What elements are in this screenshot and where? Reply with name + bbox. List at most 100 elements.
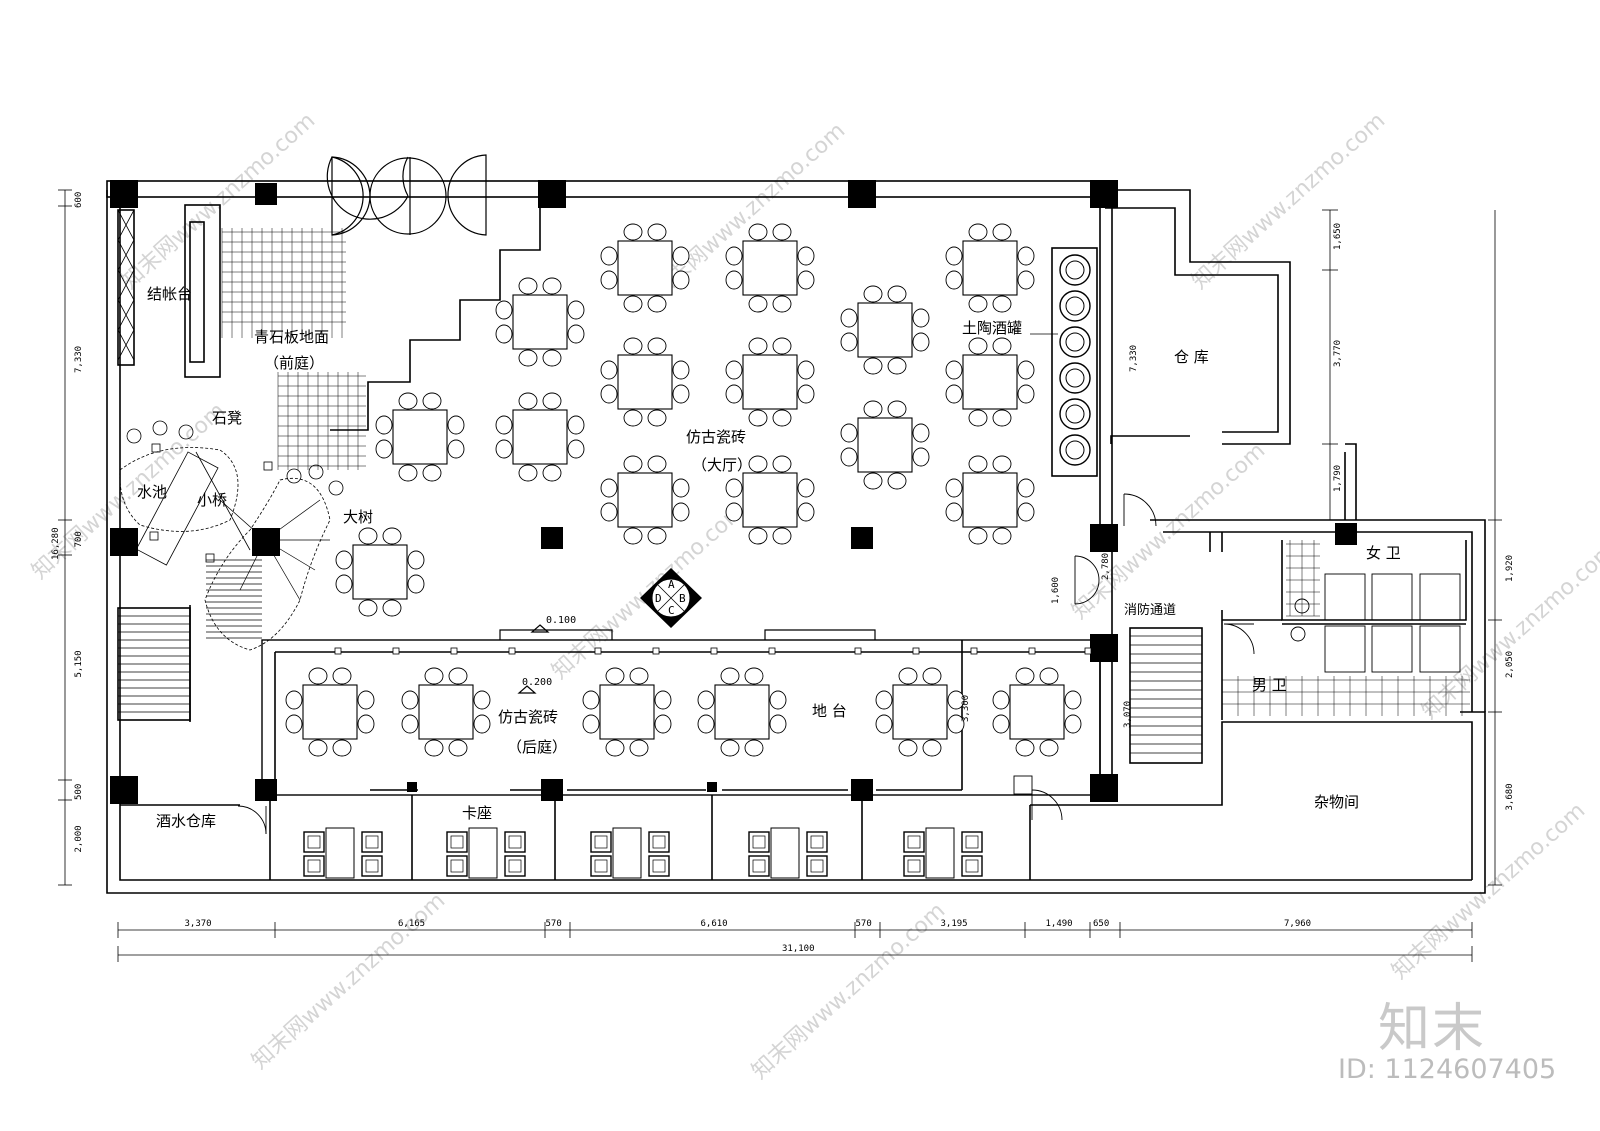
dining-tables bbox=[285, 223, 1082, 757]
dining-table bbox=[285, 667, 375, 757]
column bbox=[1335, 523, 1357, 545]
dimension-inner: 1,600 bbox=[1051, 577, 1061, 604]
column bbox=[851, 527, 873, 549]
pond-label: 水池 bbox=[137, 483, 167, 501]
entrance-doors bbox=[326, 154, 487, 236]
booth bbox=[748, 827, 828, 879]
column bbox=[541, 527, 563, 549]
dining-table bbox=[401, 667, 491, 757]
dimension-right: 2,050 bbox=[1505, 651, 1515, 678]
front-floor-label: 青石板地面 bbox=[254, 328, 329, 346]
platform-label: 地 台 bbox=[812, 702, 847, 720]
sundries-label: 杂物间 bbox=[1314, 793, 1359, 811]
dimension-inner: 7,330 bbox=[1129, 345, 1139, 372]
dining-table bbox=[945, 455, 1035, 545]
column bbox=[1090, 180, 1118, 208]
dimension-bottom: 6,165 bbox=[398, 919, 425, 929]
structural-columns bbox=[110, 180, 1357, 804]
dimension-inner: 3,300 bbox=[961, 695, 971, 722]
dimension-total: 31,100 bbox=[782, 944, 815, 954]
dimension-right: 1,650 bbox=[1333, 223, 1343, 250]
dimension-lines bbox=[58, 189, 1502, 962]
jars-label: 土陶酒罐 bbox=[962, 319, 1022, 337]
stone-stool-label: 石凳 bbox=[212, 409, 242, 427]
wine-jar-icon bbox=[1059, 434, 1091, 466]
compass-icon: A B C D bbox=[640, 568, 702, 628]
dimension-right: 3,680 bbox=[1505, 783, 1515, 810]
booth bbox=[303, 827, 383, 879]
dimension-bottom: 7,960 bbox=[1284, 919, 1311, 929]
dimension-left: 500 bbox=[74, 784, 84, 800]
wine-jar-icon bbox=[1059, 326, 1091, 358]
back-tile-label: 仿古瓷砖 bbox=[498, 708, 558, 726]
dimension-bottom: 3,370 bbox=[185, 919, 212, 929]
dining-table bbox=[840, 400, 930, 490]
elevation-1: 0.100 bbox=[546, 615, 576, 626]
watermark-text: 知末网www.znzmo.com bbox=[117, 108, 320, 294]
stair-treads bbox=[118, 559, 1202, 754]
column bbox=[252, 528, 280, 556]
dining-table bbox=[582, 667, 672, 757]
watermark-text: 知末网www.znzmo.com bbox=[747, 898, 950, 1084]
elevation-2: 0.200 bbox=[522, 677, 552, 688]
dimension-bottom: 6,610 bbox=[701, 919, 728, 929]
dimension-bottom: 570 bbox=[546, 919, 562, 929]
wine-jar-icon bbox=[1059, 398, 1091, 430]
bridge-label: 小桥 bbox=[197, 491, 227, 509]
column bbox=[255, 779, 277, 801]
wine-store-label: 酒水仓库 bbox=[156, 812, 216, 830]
back-court-label: （后庭） bbox=[507, 738, 567, 756]
column bbox=[851, 779, 873, 801]
wine-jar-icon bbox=[1059, 254, 1091, 286]
booth-seats bbox=[303, 827, 983, 879]
compass-b: B bbox=[679, 592, 686, 605]
dining-table bbox=[840, 285, 930, 375]
male-wc-label: 男 卫 bbox=[1252, 676, 1287, 694]
column bbox=[1090, 634, 1118, 662]
column bbox=[1090, 774, 1118, 802]
dimension-left: 600 bbox=[74, 192, 84, 208]
booth bbox=[903, 827, 983, 879]
watermark-text: 知末网www.znzmo.com bbox=[247, 888, 450, 1074]
wine-jars bbox=[1030, 254, 1091, 466]
dining-table bbox=[945, 337, 1035, 427]
dining-table bbox=[945, 223, 1035, 313]
dimension-left: 2,000 bbox=[74, 825, 84, 852]
cashier-brace bbox=[117, 209, 135, 361]
pond-area bbox=[119, 420, 344, 651]
dimension-left: 700 bbox=[74, 531, 84, 547]
dining-table bbox=[375, 392, 465, 482]
back-court-posts bbox=[334, 647, 1092, 792]
dimension-inner: 2,780 bbox=[1101, 553, 1111, 580]
wine-jar-icon bbox=[1059, 362, 1091, 394]
fire-passage-label: 消防通道 bbox=[1124, 602, 1176, 618]
dining-table bbox=[495, 392, 585, 482]
toilet-stalls bbox=[1290, 573, 1461, 673]
dining-table bbox=[875, 667, 965, 757]
wine-jar-icon bbox=[1059, 290, 1091, 322]
dining-table bbox=[495, 277, 585, 367]
dining-table bbox=[697, 667, 787, 757]
dining-table bbox=[725, 223, 815, 313]
watermark-text: 知末网www.znzmo.com bbox=[1387, 798, 1590, 984]
booth bbox=[446, 827, 526, 879]
column bbox=[1090, 524, 1118, 552]
watermark-text: 知末网www.znzmo.com bbox=[1187, 108, 1390, 294]
booth bbox=[590, 827, 670, 879]
doors bbox=[237, 493, 1255, 835]
front-court-paving bbox=[221, 228, 1470, 716]
elevation-markers bbox=[499, 624, 876, 694]
dining-table bbox=[600, 223, 690, 313]
dimension-bottom: 570 bbox=[856, 919, 872, 929]
compass-a: A bbox=[668, 578, 675, 591]
compass-c: C bbox=[668, 604, 675, 617]
dining-table bbox=[725, 455, 815, 545]
female-wc-label: 女 卫 bbox=[1366, 544, 1401, 562]
dining-table bbox=[600, 337, 690, 427]
compass-d: D bbox=[655, 592, 662, 605]
tree-label: 大树 bbox=[343, 508, 373, 526]
file-id: ID: 1124607405 bbox=[1338, 1054, 1557, 1085]
dimension-bottom: 1,490 bbox=[1046, 919, 1073, 929]
column bbox=[541, 779, 563, 801]
